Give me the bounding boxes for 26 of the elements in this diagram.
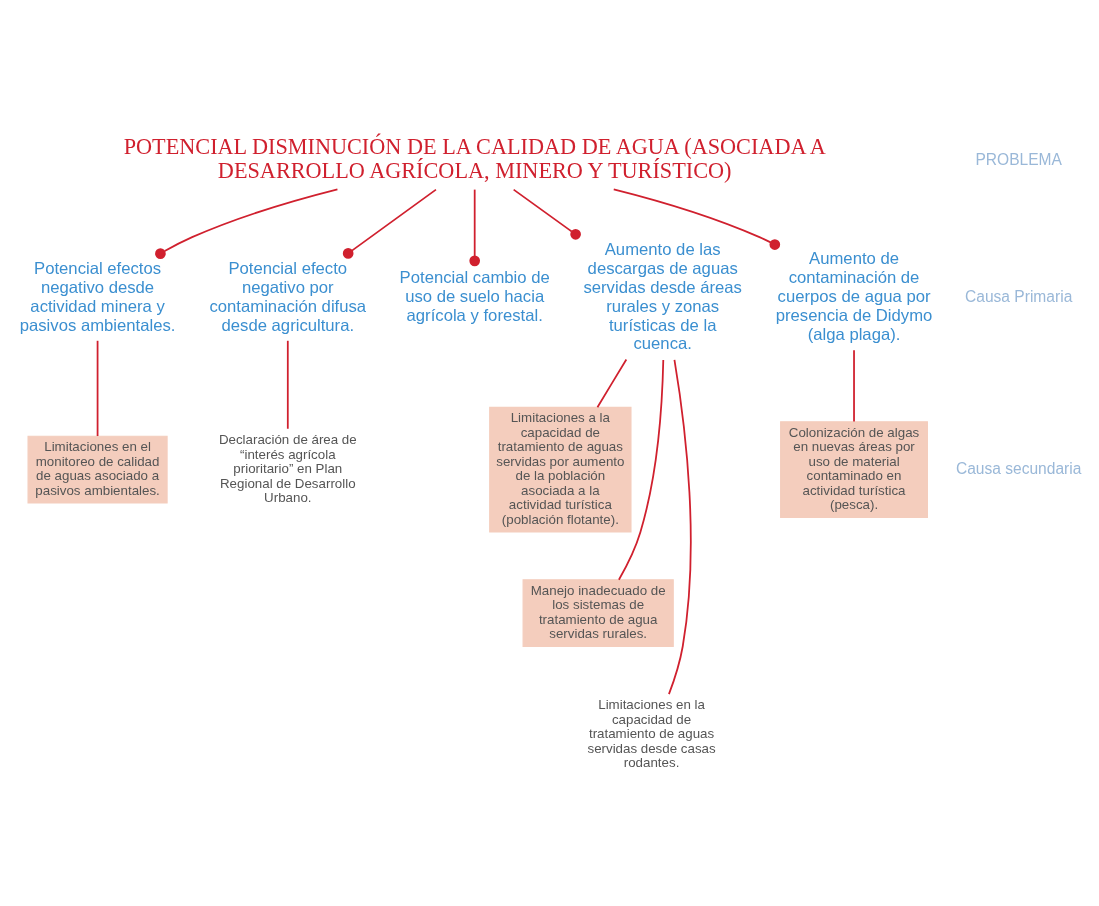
node-text: Potencial cambio de uso de suelo hacia agrícola y forestal. [399,267,550,325]
node-text: Aumento de contaminación de cuerpos de agua por presencia de Didymo (alga plaga). [775,248,933,344]
connector [342,188,437,259]
connector [853,348,855,422]
connector [155,187,339,259]
label: PROBLEMA [975,149,1062,167]
connector [512,188,581,240]
connector [596,358,628,408]
connector [668,358,692,695]
label: Causa secundaria [955,459,1082,477]
connector [96,339,99,437]
connector [286,339,289,430]
connector [469,188,481,266]
node-text: Potencial efectos negativo desde actividad minera y pasivos ambientales. [19,258,176,335]
node-box: Manejo inadecuado de los sistemas de tratamiento de agua servidas rurales. [522,578,674,647]
connector [618,358,665,581]
node-box: Limitaciones a la capacidad de tratamiento de aguas servidas por aumento de la población asociada a la actividad turística (población flotante). [489,406,632,532]
label: Causa Primaria [965,287,1073,305]
node-text: Aumento de las descargas de aguas servidas desde áreas rurales y zonas turísticas de la cuenca. [583,239,742,353]
node-box: Limitaciones en el monitoreo de calidad de aguas asociado a pasivos ambientales. [27,435,168,504]
node-text: Limitaciones en la capacidad de tratamiento de aguas servidas desde casas rodantes. [587,696,716,770]
connector [612,188,781,250]
node-box: Colonización de algas en nuevas áreas por uso de material contaminado en actividad turística (pesca). [780,420,928,518]
node-text: POTENCIAL DISMINUCIÓN DE LA CALIDAD DE AGUA (ASOCIADA A DESARROLLO AGRÍCOLA, MINERO Y TURÍSTICO) [123,133,826,183]
node-text: Declaración de área de “interés agrícola prioritario” en Plan Regional de Desarrollo Urbano. [218,431,357,505]
node-text: Potencial efecto negativo por contaminación difusa desde agricultura. [209,258,367,335]
